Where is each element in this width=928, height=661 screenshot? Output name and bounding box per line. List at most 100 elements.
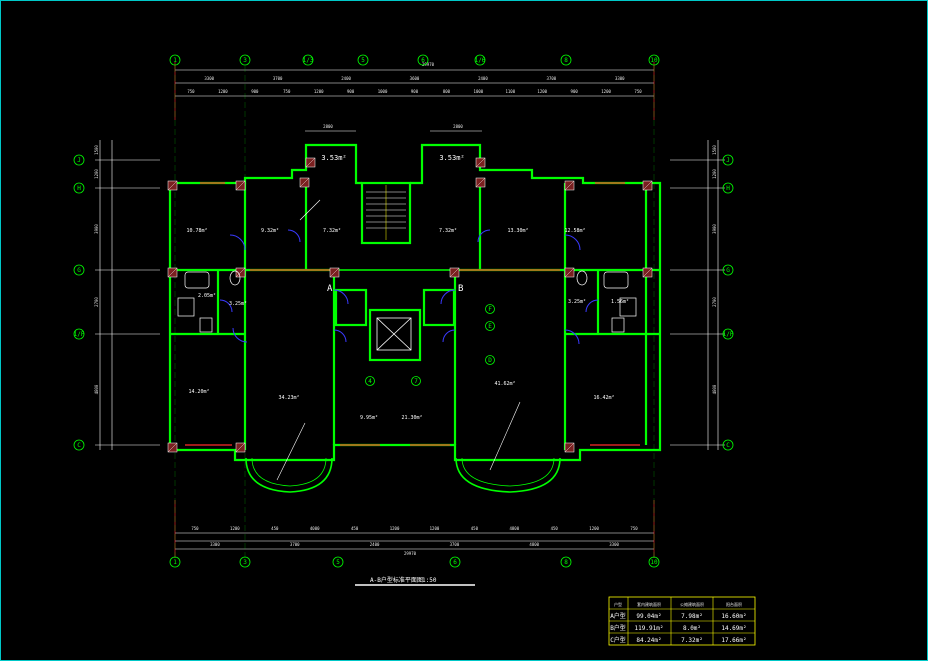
axis-right-3: 1/F [723, 328, 734, 340]
bot-dim1-0: 750 [191, 526, 199, 531]
axis-core-bubbles: F E D 4 7 [365, 304, 495, 386]
column-6 [564, 180, 575, 191]
axis-top-4: 6 [417, 54, 429, 66]
axis-core-3: 4 [365, 376, 375, 386]
bot-dim2-4: 4800 [529, 542, 539, 547]
window-openings [185, 182, 640, 446]
column-13 [329, 267, 340, 278]
top-dim2-9: 1000 [474, 89, 484, 94]
bot-dim1-7: 450 [471, 526, 479, 531]
axis-top-3-label: 5 [361, 57, 365, 64]
table-cell-1-1: 119.91m² [635, 625, 664, 632]
column-15 [305, 157, 316, 168]
axis-left-1-label: H [77, 185, 81, 192]
room-area-3: 7.32m² [439, 228, 457, 234]
table-header-2: 公摊建筑面积 [680, 601, 704, 607]
axis-bottom-5-label: 10 [650, 559, 658, 566]
top-dim1-6: 3300 [615, 76, 625, 81]
bay-windows [245, 457, 561, 493]
axis-top-0-label: 1 [173, 57, 177, 64]
axis-top-3: 5 [357, 54, 369, 66]
axis-bottom-1: 3 [239, 556, 251, 568]
table-cell-1-3: 14.69m² [721, 625, 746, 632]
top-dim2-12: 900 [571, 89, 579, 94]
top-dim2-2: 900 [251, 89, 259, 94]
axis-core-1-label: E [488, 323, 492, 330]
top-dim1-3: 3600 [410, 76, 420, 81]
elevator-shaft [376, 317, 412, 351]
axis-top-2: 1/3 [303, 54, 314, 66]
axis-top-4-label: 6 [421, 57, 425, 64]
left-dim-0: 1500 [94, 145, 99, 155]
bot-dim2-5: 3300 [609, 542, 619, 547]
top-dim2-5: 900 [347, 89, 355, 94]
table-cell-2-2: 7.32m² [681, 637, 703, 644]
right-dim-4: 4800 [712, 384, 717, 394]
axis-bottom-bubbles: 1 3 5 6 8 10 [169, 556, 660, 568]
column-14 [449, 267, 460, 278]
table-cell-0-0: A户型 [610, 612, 626, 620]
axis-left-4: C [73, 439, 85, 451]
right-dim-2: 3900 [712, 224, 717, 234]
axis-top-7-label: 10 [650, 57, 658, 64]
leader-lines [276, 199, 521, 481]
right-dim-1: 1200 [712, 169, 717, 179]
top-dim2-8: 800 [443, 89, 451, 94]
top-dim2-6: 1000 [378, 89, 388, 94]
bot-dim2-2: 2400 [370, 542, 380, 547]
axis-right-2: G [722, 264, 734, 276]
axis-core-1: E [485, 321, 495, 331]
unit-mark-b: B [458, 284, 463, 294]
axis-bottom-2: 5 [332, 556, 344, 568]
stair-treads [366, 185, 406, 240]
axis-right-4: C [722, 439, 734, 451]
column-0 [167, 180, 178, 191]
axis-right-3-label: 1/F [723, 331, 734, 338]
fixtures [177, 270, 637, 333]
top-dim2-4: 1200 [314, 89, 324, 94]
left-dim-3: 2700 [94, 297, 99, 307]
axis-bottom-3-label: 6 [453, 559, 457, 566]
axis-core-0: F [485, 304, 495, 314]
axis-core-4-label: 7 [414, 378, 418, 385]
axis-core-3-label: 4 [368, 378, 372, 385]
room-area-16: 9.95m² [360, 415, 378, 421]
bottom-total-dimension: 29970 [404, 551, 417, 556]
column-10 [642, 267, 653, 278]
top-dim2-0: 750 [187, 89, 195, 94]
table-cell-2-0: C户型 [610, 636, 626, 644]
room-area-13: 41.62m² [494, 381, 515, 387]
bot-dim2-0: 3300 [210, 542, 220, 547]
column-2 [167, 267, 178, 278]
top-dim1-2: 2400 [341, 76, 351, 81]
door-swings [219, 229, 599, 345]
column-5 [235, 442, 246, 453]
axis-left-2: G [73, 264, 85, 276]
top-dim2-3: 750 [283, 89, 291, 94]
axis-bottom-0: 1 [169, 556, 181, 568]
axis-left-0: J [73, 154, 85, 166]
column-1 [235, 180, 246, 191]
axis-right-0-label: J [726, 157, 730, 164]
column-11 [299, 177, 310, 188]
room-area-10: 3.25m² [568, 299, 586, 305]
axis-bottom-4: 8 [560, 556, 572, 568]
axis-core-2-label: D [488, 357, 492, 364]
bot-dim1-1: 1200 [230, 526, 240, 531]
bottom-dimensions [174, 500, 655, 558]
table-cell-0-1: 99.04m² [636, 613, 661, 620]
top-dim1-4: 2400 [478, 76, 488, 81]
column-3 [235, 267, 246, 278]
table-header-0: 户型 [614, 601, 622, 607]
axis-top-1-label: 3 [243, 57, 247, 64]
